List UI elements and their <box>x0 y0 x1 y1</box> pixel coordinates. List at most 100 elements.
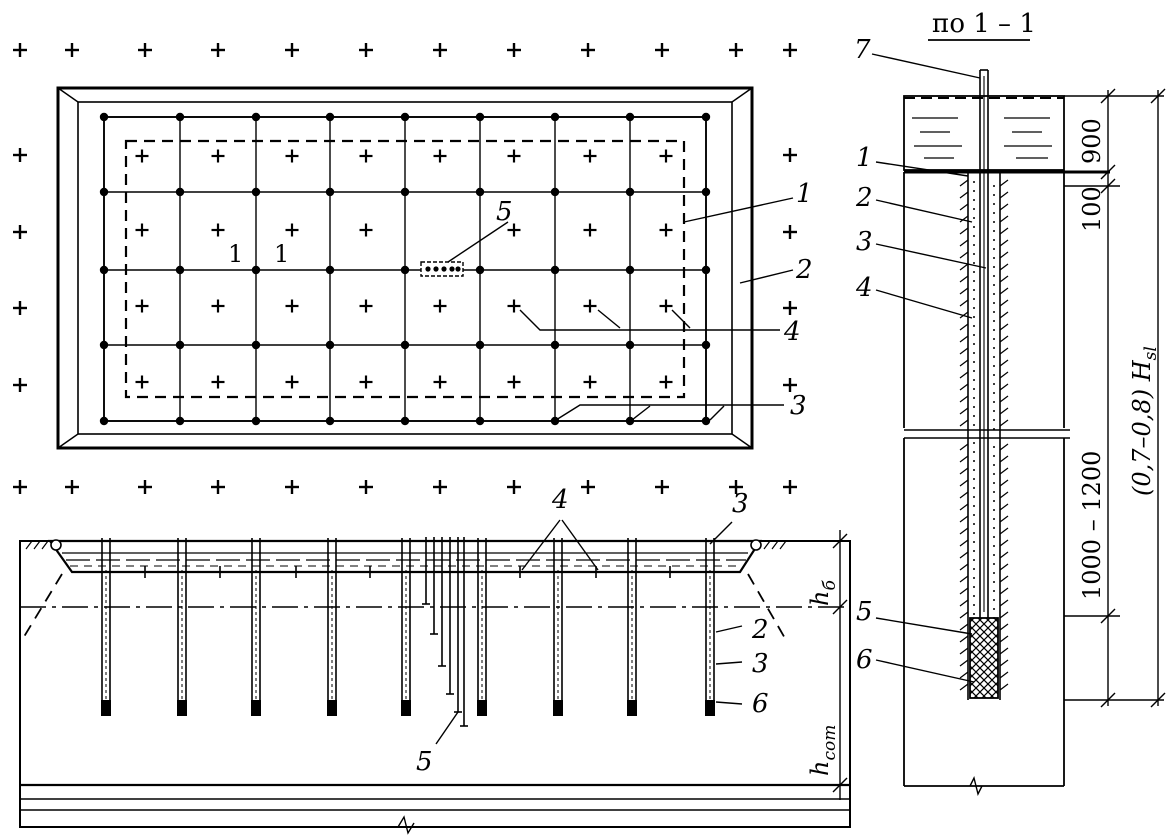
hatch-stroke <box>999 359 1009 367</box>
sand-dot <box>973 550 975 552</box>
well-point <box>99 187 109 197</box>
well-point <box>325 416 335 426</box>
hatch-stroke <box>999 551 1009 559</box>
hatch-stroke <box>999 419 1009 427</box>
section-mark-right: 1 <box>274 240 289 268</box>
hatch-stroke <box>999 443 1009 451</box>
break-mark <box>969 775 983 797</box>
hatch-stroke <box>999 299 1009 307</box>
well-point <box>550 187 560 197</box>
hatch-stroke <box>959 515 969 523</box>
hatch-stroke <box>959 299 969 307</box>
sand-dot <box>993 365 995 367</box>
hatch-stroke <box>959 251 969 259</box>
callout-3-plan: 3 <box>790 391 807 421</box>
sand-dot <box>973 388 975 390</box>
hatch-stroke <box>999 179 1009 187</box>
well-filter <box>177 700 187 716</box>
hatch-stroke <box>999 635 1009 643</box>
sand-dot <box>973 190 975 192</box>
section11-dimension-lines <box>1064 88 1166 708</box>
sand-dot <box>993 230 995 232</box>
inner-crosses <box>135 149 673 389</box>
well-filter <box>101 700 111 716</box>
callout-2: 2 <box>855 183 873 213</box>
sand-dot <box>993 410 995 412</box>
sand-dot <box>973 487 975 489</box>
callout-3: 3 <box>856 227 873 257</box>
hatch-stroke <box>959 383 969 391</box>
section-dimension-lines <box>832 530 848 800</box>
sand-dot <box>973 406 975 408</box>
pit-corner-line <box>731 433 753 449</box>
callout-4-section: 4 <box>551 485 569 515</box>
callout-6-section: 6 <box>752 689 769 719</box>
hatch-stroke <box>999 611 1009 619</box>
callout-5-section: 5 <box>416 747 433 777</box>
sand-dot <box>973 568 975 570</box>
pit-inner-edge <box>77 101 733 435</box>
hatch-stroke <box>959 287 969 295</box>
hatch-stroke <box>959 419 969 427</box>
sand-dot <box>993 257 995 259</box>
well-point <box>175 265 185 275</box>
sand-dot <box>973 514 975 516</box>
well-point <box>400 416 410 426</box>
sand-dot <box>973 253 975 255</box>
hatch-stroke <box>999 623 1009 631</box>
sand-dot <box>993 248 995 250</box>
sand-dot <box>993 392 995 394</box>
callout-3-section: 3 <box>752 649 769 679</box>
well-point <box>251 265 261 275</box>
well-point <box>251 416 261 426</box>
sand-dot <box>973 226 975 228</box>
callout-4-plan: 4 <box>783 317 801 347</box>
hatch-stroke <box>999 575 1009 583</box>
pit-corner-line <box>57 87 79 103</box>
sand-dot <box>973 577 975 579</box>
well-filter <box>627 700 637 716</box>
callout-7: 7 <box>854 35 871 65</box>
well-point <box>701 416 711 426</box>
hatch-stroke <box>959 455 969 463</box>
sand-dot <box>973 334 975 336</box>
sand-dot <box>973 316 975 318</box>
hatch-stroke <box>959 239 969 247</box>
hatch-stroke <box>999 407 1009 415</box>
hatch-stroke <box>959 671 969 679</box>
sand-dot <box>973 604 975 606</box>
hatch-stroke <box>959 491 969 499</box>
sand-dot <box>993 473 995 475</box>
sand-dot <box>973 523 975 525</box>
well-filter <box>251 700 261 716</box>
sand-dot <box>973 496 975 498</box>
sand-dot <box>993 284 995 286</box>
well-filter <box>401 700 411 716</box>
sand-dot <box>973 262 975 264</box>
sand-dot <box>973 343 975 345</box>
sand-dot <box>973 325 975 327</box>
sand-dot <box>973 298 975 300</box>
sand-dot <box>973 586 975 588</box>
sand-dot <box>993 428 995 430</box>
sand-dot <box>993 275 995 277</box>
hatch-stroke <box>959 359 969 367</box>
hatch-stroke <box>959 587 969 595</box>
hatch-stroke <box>959 575 969 583</box>
dim-hb: hб <box>806 580 840 606</box>
hatch-stroke <box>999 371 1009 379</box>
dim-hcom: hcom <box>806 725 840 776</box>
hatch-stroke <box>999 251 1009 259</box>
sand-dot <box>973 451 975 453</box>
sand-dot <box>973 532 975 534</box>
hatch-stroke <box>959 479 969 487</box>
hatch-stroke <box>999 599 1009 607</box>
well-point <box>325 265 335 275</box>
hatch-stroke <box>999 239 1009 247</box>
hatch-stroke <box>999 683 1009 691</box>
hatch-stroke <box>959 611 969 619</box>
hatch-stroke <box>999 275 1009 283</box>
wells <box>101 538 715 716</box>
sand-dot <box>993 419 995 421</box>
sand-dot <box>993 581 995 583</box>
